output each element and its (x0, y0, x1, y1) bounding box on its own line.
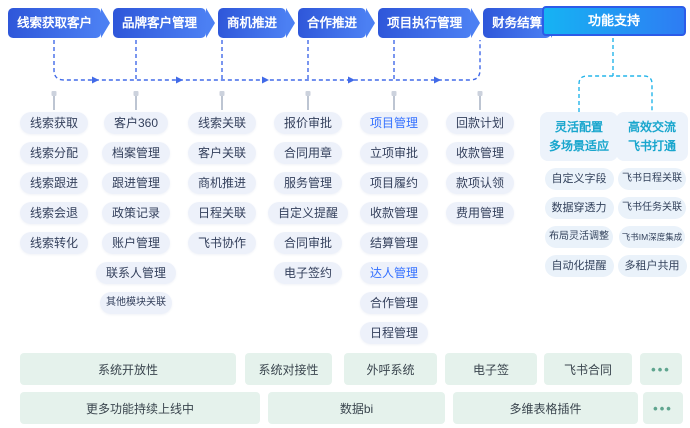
feature-pill: 飞书协作 (187, 232, 256, 254)
support-pill: 飞书任务关联 (618, 197, 686, 220)
support-button: 功能支持 (542, 6, 686, 36)
feature-pill: 商机推进 (187, 172, 256, 194)
feature-pill: 日程管理 (359, 322, 428, 344)
bus-arrow-icon (348, 76, 355, 84)
feature-pill: 合同审批 (273, 232, 342, 254)
feature-pill: 合作管理 (359, 292, 428, 314)
support-pill: 飞书IM深度集成 (618, 226, 686, 249)
feature-pill: 立项审批 (359, 142, 428, 164)
feature-pill: 收款管理 (445, 142, 514, 164)
bus-arrow-icon (434, 76, 441, 84)
feature-pill: 费用管理 (445, 202, 514, 224)
support-pill: 多租户共用 (617, 255, 687, 278)
feature-pill: 线索转化 (19, 232, 88, 254)
feature-pill: 线索关联 (187, 112, 256, 134)
feature-pill: 档案管理 (101, 142, 170, 164)
feature-column-2: 客户360 档案管理跟进管理政策记录账户管理联系人管理其他模块关联 (94, 112, 178, 314)
support-header-line: 多场景适应 (548, 138, 609, 153)
bottom-module-button: 系统对接性 (245, 353, 332, 385)
support-group-2: 高效交流飞书打通飞书日程关联飞书任务关联飞书IM深度集成多租户共用 (616, 112, 688, 278)
flow-steps: 线索获取客户品牌客户管理商机推进合作推进项目执行管理财务结算 (8, 8, 552, 38)
feature-pill: 合同用章 (273, 142, 342, 164)
support-header-line: 高效交流 (627, 120, 676, 134)
feature-pill: 日程关联 (187, 202, 256, 224)
feature-pill: 收款管理 (359, 202, 428, 224)
feature-pill: 线索获取 (19, 112, 88, 134)
bottom-module-button: 系统开放性 (20, 353, 236, 385)
feature-pill: 达人管理 (359, 262, 428, 284)
feature-pill: 跟进管理 (101, 172, 170, 194)
support-pill: 数据穿透力 (544, 197, 614, 220)
flow-step-3: 商机推进 (218, 8, 287, 38)
feature-pill: 其他模块关联 (100, 292, 172, 314)
more-modules-button: ••• (640, 353, 682, 385)
feature-pill: 线索会退 (19, 202, 88, 224)
support-pill: 自动化提醒 (544, 255, 614, 278)
feature-pill: 项目管理 (359, 112, 428, 134)
column-pins (53, 95, 481, 110)
feature-pill: 账户管理 (101, 232, 170, 254)
support-group-1: 灵活配置多场景适应自定义字段数据穿透力布局灵活调整自动化提醒 (540, 112, 618, 278)
feature-column-4: 报价审批合同用章服务管理自定义提醒合同审批电子签约 (266, 112, 350, 284)
bottom-module-button: 数据bi (268, 392, 445, 424)
feature-column-5: 项目管理立项审批项目履约收款管理结算管理达人管理合作管理日程管理 (352, 112, 436, 344)
flow-step-1: 线索获取客户 (8, 8, 102, 38)
support-pill: 飞书日程关联 (618, 168, 686, 191)
support-header-line: 飞书打通 (627, 138, 676, 153)
flow-step-5: 项目执行管理 (378, 8, 472, 38)
feature-pill: 回款计划 (445, 112, 514, 134)
bottom-module-button: 外呼系统 (344, 353, 437, 385)
feature-pill: 自定义提醒 (267, 202, 348, 224)
feature-pill: 客户关联 (187, 142, 256, 164)
bottom-module-button: 多维表格插件 (453, 392, 638, 424)
column-pin-caps (51, 91, 483, 96)
support-pill: 布局灵活调整 (545, 226, 613, 249)
support-group-header: 高效交流飞书打通 (616, 112, 688, 162)
bus-arrow-icon (176, 76, 183, 84)
feature-pill: 服务管理 (273, 172, 342, 194)
bottom-module-button: 飞书合同 (544, 353, 632, 385)
support-group-header: 灵活配置多场景适应 (540, 112, 618, 162)
feature-column-3: 线索关联客户关联商机推进日程关联飞书协作 (180, 112, 264, 254)
support-connector (578, 75, 653, 112)
feature-pill: 客户360 (103, 112, 169, 134)
flow-step-4: 合作推进 (298, 8, 367, 38)
more-modules-button: ••• (643, 392, 683, 424)
feature-pill: 报价审批 (273, 112, 342, 134)
bottom-module-button: 电子签 (445, 353, 537, 385)
feature-pill: 线索分配 (19, 142, 88, 164)
feature-pill: 结算管理 (359, 232, 428, 254)
feature-column-1: 线索获取线索分配线索跟进线索会退线索转化 (12, 112, 96, 254)
bus-arrow-icon (92, 76, 99, 84)
flow-step-2: 品牌客户管理 (113, 8, 207, 38)
feature-column-6: 回款计划收款管理款项认领费用管理 (438, 112, 522, 224)
bus-arrow-icon (262, 76, 269, 84)
feature-pill: 项目履约 (359, 172, 428, 194)
feature-pill: 政策记录 (101, 202, 170, 224)
feature-pill: 电子签约 (273, 262, 342, 284)
support-pill: 自定义字段 (544, 168, 614, 191)
feature-pill: 款项认领 (445, 172, 514, 194)
feature-pill: 联系人管理 (95, 262, 176, 284)
flow-bus-line (53, 40, 481, 81)
feature-pill: 线索跟进 (19, 172, 88, 194)
bottom-module-button: 更多功能持续上线中 (20, 392, 260, 424)
flow-step-6: 财务结算 (483, 8, 552, 38)
support-header-line: 灵活配置 (554, 120, 603, 134)
